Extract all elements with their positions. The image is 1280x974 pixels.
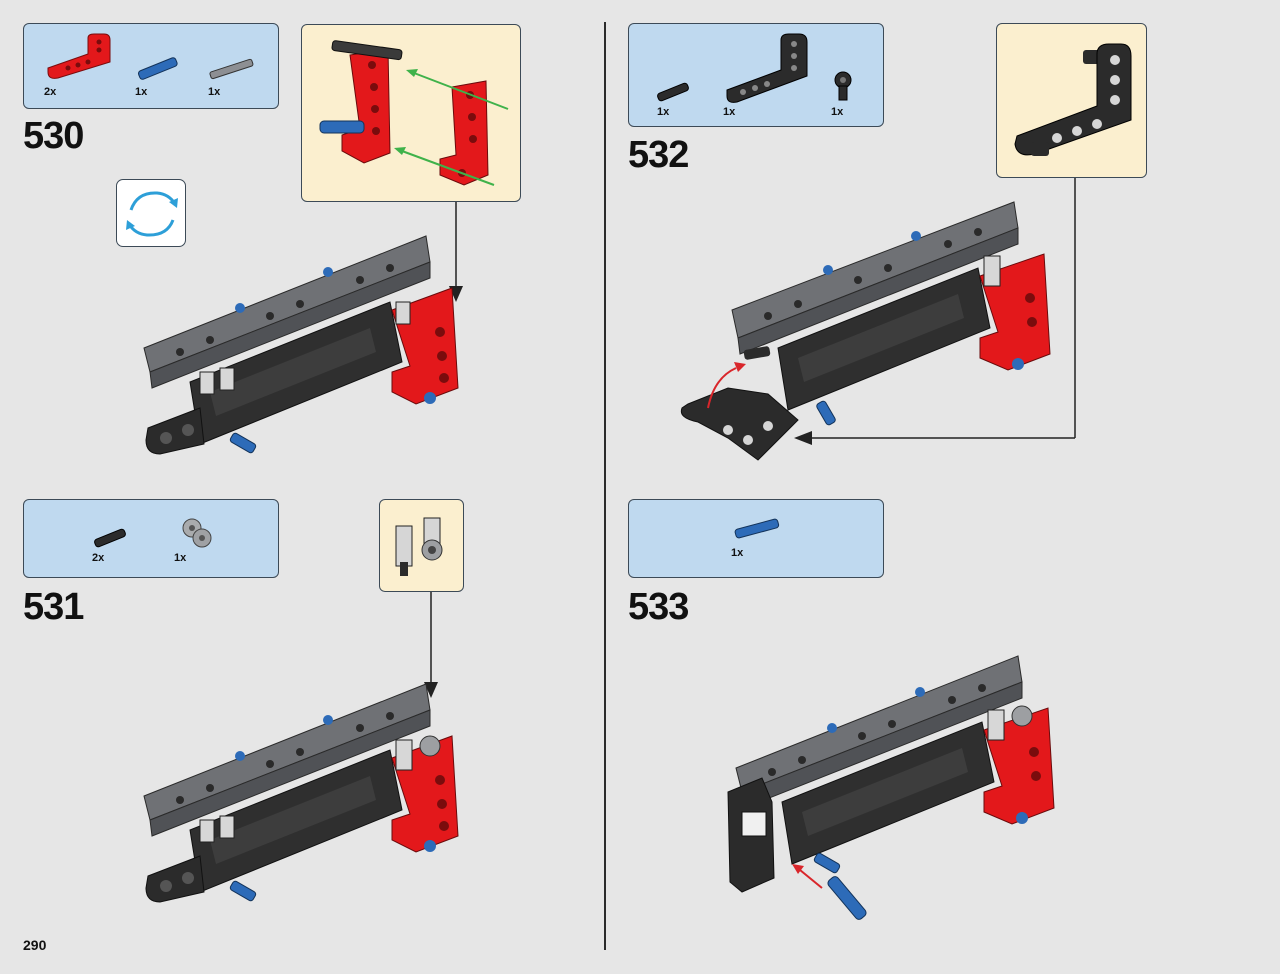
parts-list-533: 1x — [628, 499, 884, 578]
black-axle-pin-icon — [657, 82, 689, 102]
qty-label: 1x — [657, 106, 670, 118]
black-beam-illustration — [1014, 43, 1132, 156]
callout-pointer-line — [794, 178, 1076, 445]
callout-pointer-arrow — [424, 592, 438, 698]
step-divider — [604, 22, 606, 950]
callout-531 — [379, 499, 464, 592]
black-axle-pin-icon — [94, 528, 126, 548]
qty-label: 1x — [135, 86, 148, 98]
parts-list-530: 2x 1x 1x — [23, 23, 279, 109]
page-number: 290 — [23, 937, 47, 953]
model-illustration-530 — [143, 235, 459, 455]
qty-label: 2x — [44, 86, 57, 98]
qty-label: 1x — [723, 106, 736, 118]
black-axle-connector-icon — [834, 71, 852, 101]
step-number-531: 531 — [23, 586, 84, 628]
qty-label: 2x — [92, 552, 105, 564]
qty-label: 1x — [174, 552, 187, 564]
model-illustration-533 — [727, 655, 1055, 920]
model-illustration-531 — [143, 683, 459, 903]
parts-list-532: 1x 1x 1x — [628, 23, 884, 127]
connector-assembly-illustration — [395, 517, 443, 576]
step-number-533: 533 — [628, 586, 689, 628]
callout-530 — [301, 24, 521, 202]
grey-connector-icon — [182, 518, 212, 548]
blue-axle-pin-icon — [137, 57, 178, 80]
red-beam-assembly-illustration — [319, 40, 509, 186]
rotate-model-icon — [126, 191, 178, 237]
rotate-indicator — [116, 179, 186, 247]
step-number-530: 530 — [23, 115, 84, 157]
callout-532 — [996, 23, 1147, 178]
step-number-532: 532 — [628, 134, 689, 176]
black-l-beam-icon — [726, 33, 808, 103]
parts-list-531: 2x 1x — [23, 499, 279, 578]
blue-axle-pin-icon — [734, 518, 780, 539]
qty-label: 1x — [731, 547, 744, 559]
qty-label: 1x — [208, 86, 221, 98]
grey-axle-icon — [209, 58, 254, 80]
model-illustration-532 — [680, 201, 1051, 461]
red-angled-beam-icon — [47, 33, 111, 79]
qty-label: 1x — [831, 106, 844, 118]
